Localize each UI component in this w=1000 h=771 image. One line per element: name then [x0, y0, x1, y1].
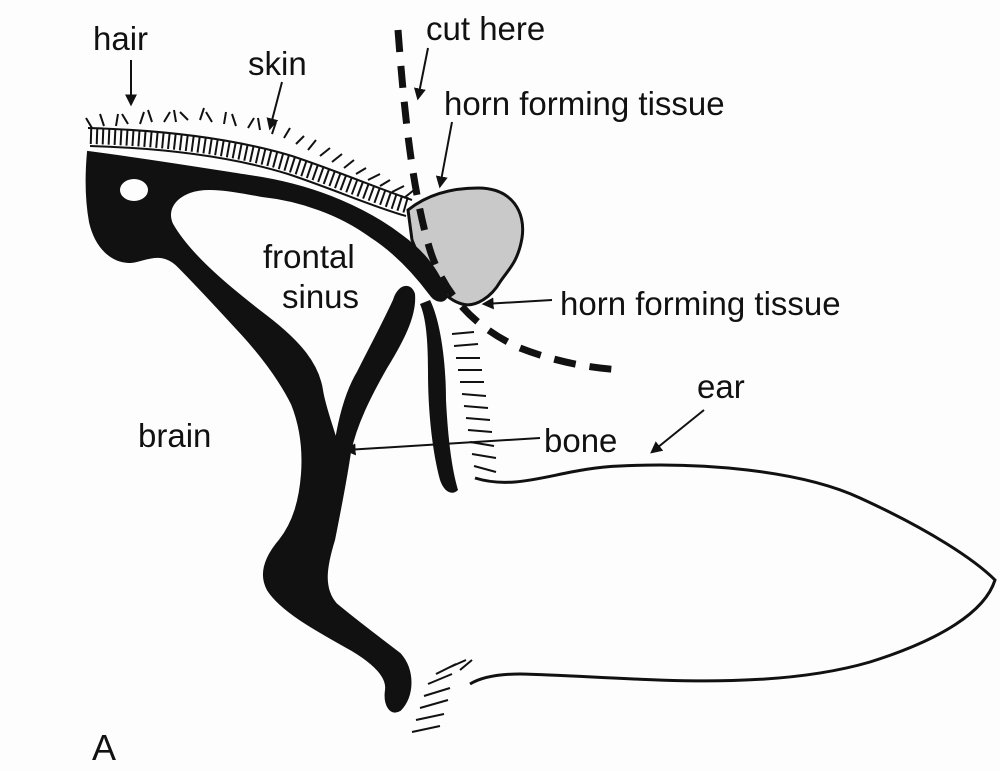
- horn-forming-tissue-top-label: horn forming tissue: [444, 87, 725, 120]
- ear-outline: [470, 465, 995, 684]
- cut-here-label: cut here: [426, 12, 545, 45]
- side-skin-hatch: [452, 332, 496, 472]
- horn-tissue-top-arrow: [440, 122, 452, 186]
- hair-label: hair: [93, 22, 148, 55]
- cut-here-arrow: [418, 48, 428, 98]
- skin-arrow: [270, 82, 282, 128]
- frontal-label: frontal: [263, 240, 355, 273]
- skull-foramen: [120, 179, 148, 201]
- sinus-label: sinus: [282, 280, 359, 313]
- horn-forming-tissue-mid-label: horn forming tissue: [560, 287, 841, 320]
- ear-base-hatch: [412, 660, 472, 732]
- panel-letter: A: [92, 730, 116, 766]
- bone-label: bone: [544, 424, 617, 457]
- brain-label: brain: [138, 419, 211, 452]
- skin-label: skin: [248, 47, 307, 80]
- ear-arrow: [652, 410, 704, 452]
- ear-label: ear: [697, 370, 745, 403]
- inner-bone-strip: [420, 300, 458, 493]
- horn-tissue-mid-arrow: [484, 300, 552, 304]
